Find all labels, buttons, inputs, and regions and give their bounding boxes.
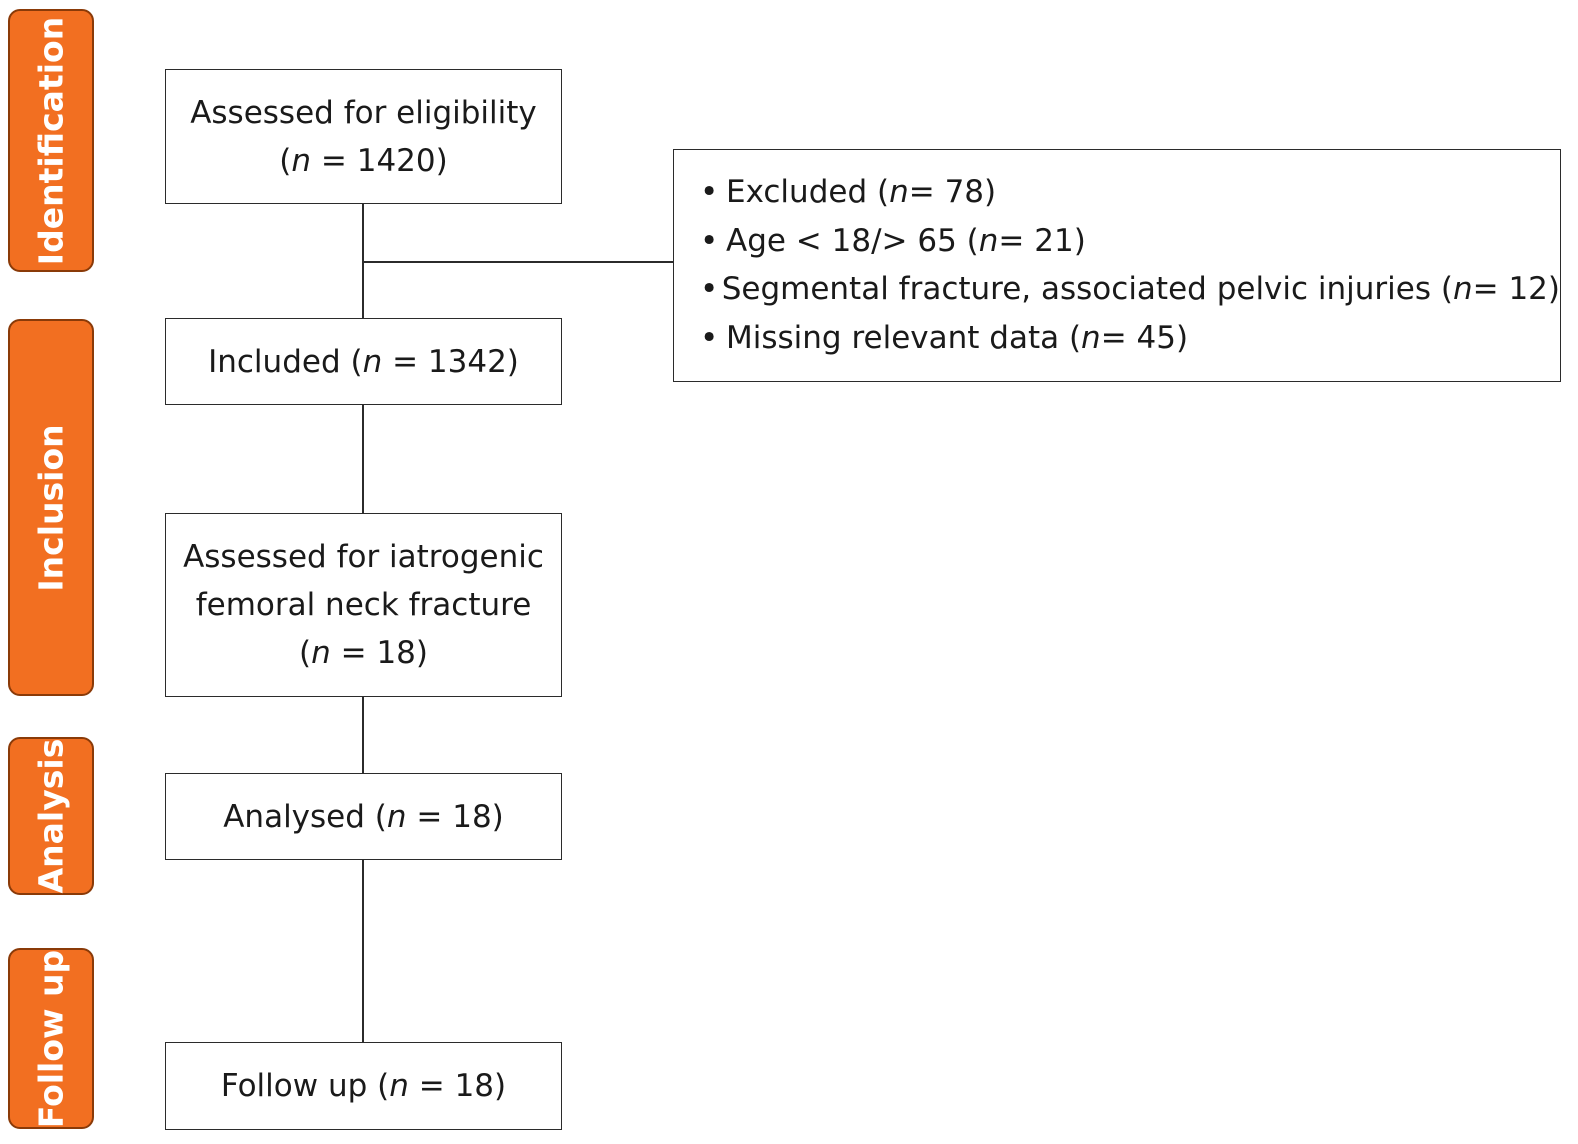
exclusion-item: •Segmental fracture, associated pelvic i… (700, 265, 1560, 314)
iatrogenic-line-2: femoral neck fracture (195, 587, 532, 623)
stage-identification: Identification (8, 9, 94, 272)
exclusion-item: •Age < 18/> 65 (n = 21) (700, 217, 1560, 266)
connector-iatrogenic-analysed (362, 696, 364, 774)
follow-up-text: Follow up (n = 18) (220, 1068, 507, 1104)
bullet: • (700, 319, 719, 356)
stage-identification-label: Identification (31, 16, 71, 265)
iatrogenic-line-1: Assessed for iatrogenic (183, 539, 544, 575)
bullet: • (700, 271, 719, 307)
stage-inclusion: Inclusion (8, 319, 94, 696)
included-text: Included (n = 1342) (208, 343, 519, 380)
connector-to-exclusions (363, 261, 674, 263)
assessed-eligibility-count: (n = 1420) (279, 142, 448, 179)
iatrogenic-count: (n = 18) (299, 635, 428, 671)
stage-inclusion-label: Inclusion (31, 423, 71, 592)
assessed-eligibility-text: Assessed for eligibility (190, 94, 537, 131)
connector-included-iatrogenic (362, 405, 364, 514)
stage-follow-up-label: Follow up (31, 949, 71, 1128)
follow-up-box: Follow up (n = 18) (165, 1042, 562, 1130)
exclusion-item: •Missing relevant data (n = 45) (700, 314, 1560, 363)
stage-analysis: Analysis (8, 737, 94, 895)
exclusion-item: •Excluded (n = 78) (700, 168, 1560, 217)
iatrogenic-assessment-box: Assessed for iatrogenic femoral neck fra… (165, 513, 562, 697)
stage-analysis-label: Analysis (31, 738, 71, 894)
stage-follow-up: Follow up (8, 948, 94, 1129)
assessed-eligibility-box: Assessed for eligibility (n = 1420) (165, 69, 562, 204)
analysed-box: Analysed (n = 18) (165, 773, 562, 860)
connector-analysed-follow-up (362, 859, 364, 1043)
analysed-text: Analysed (n = 18) (223, 798, 504, 835)
included-box: Included (n = 1342) (165, 318, 562, 405)
bullet: • (700, 174, 719, 210)
bullet: • (700, 222, 719, 259)
exclusion-box: •Excluded (n = 78) •Age < 18/> 65 (n = 2… (673, 149, 1561, 382)
